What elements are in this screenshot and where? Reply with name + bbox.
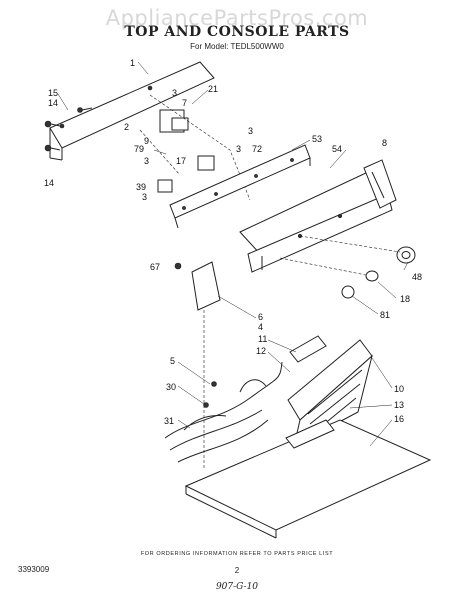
callout-10: 10 — [394, 384, 404, 394]
wiring-harness — [164, 361, 283, 463]
timer-switch-cluster — [139, 94, 251, 201]
diagram-title: TOP AND CONSOLE PARTS — [124, 24, 350, 40]
callout-14: 14 — [48, 98, 58, 108]
callout-39: 39 — [136, 182, 146, 192]
callout-54: 54 — [332, 144, 342, 154]
callout-53: 53 — [312, 134, 322, 144]
model-line: For Model: TEDL500WW0 — [190, 42, 284, 51]
callout-30: 30 — [166, 382, 176, 392]
callout-17: 17 — [176, 156, 186, 166]
document-number: 3393009 — [18, 565, 50, 574]
side-bracket — [174, 261, 221, 470]
callout-3e: 3 — [142, 192, 147, 202]
callout-2: 2 — [124, 122, 129, 132]
callout-8: 8 — [382, 138, 387, 148]
handwritten-code: 907-G-10 — [215, 582, 259, 592]
console-bracket — [169, 144, 311, 229]
page-number: 2 — [234, 566, 240, 575]
filter-housing-lid — [289, 335, 327, 363]
callout-81: 81 — [380, 310, 390, 320]
callout-14b: 14 — [44, 178, 54, 188]
callout-1: 1 — [130, 58, 135, 68]
callout-48: 48 — [412, 272, 422, 282]
callout-21: 21 — [208, 84, 218, 94]
callout-16: 16 — [394, 414, 404, 424]
callout-11: 11 — [258, 334, 267, 344]
callout-3: 3 — [172, 88, 177, 98]
callout-3c: 3 — [236, 144, 241, 154]
ordering-note: FOR ORDERING INFORMATION REFER TO PARTS … — [140, 551, 334, 557]
callout-15: 15 — [48, 88, 58, 98]
knobs — [279, 235, 416, 299]
callout-18: 18 — [400, 294, 410, 304]
callout-3d: 3 — [144, 156, 149, 166]
callout-6: 6 — [258, 312, 263, 322]
screws-left — [44, 107, 93, 152]
callout-5: 5 — [170, 356, 175, 366]
end-cap — [363, 159, 397, 209]
dryer-top — [184, 419, 432, 539]
callout-labels: 1 15 14 3 21 7 2 9 3 3 72 53 8 54 79 3 1… — [44, 58, 422, 426]
console-panel — [239, 171, 393, 273]
callout-31: 31 — [164, 416, 174, 426]
callout-79: 79 — [134, 144, 144, 154]
callout-12: 12 — [256, 346, 266, 356]
callout-72: 72 — [252, 144, 262, 154]
callout-9: 9 — [144, 136, 149, 146]
watermark: AppliancePartsPros.com — [105, 6, 369, 30]
leader-lines — [57, 61, 409, 447]
callout-7: 7 — [182, 98, 187, 108]
control-panel-plate — [49, 61, 215, 161]
callout-3b: 3 — [248, 126, 253, 136]
callout-13: 13 — [394, 400, 404, 410]
callout-4: 4 — [258, 322, 263, 332]
callout-67: 67 — [150, 262, 160, 272]
